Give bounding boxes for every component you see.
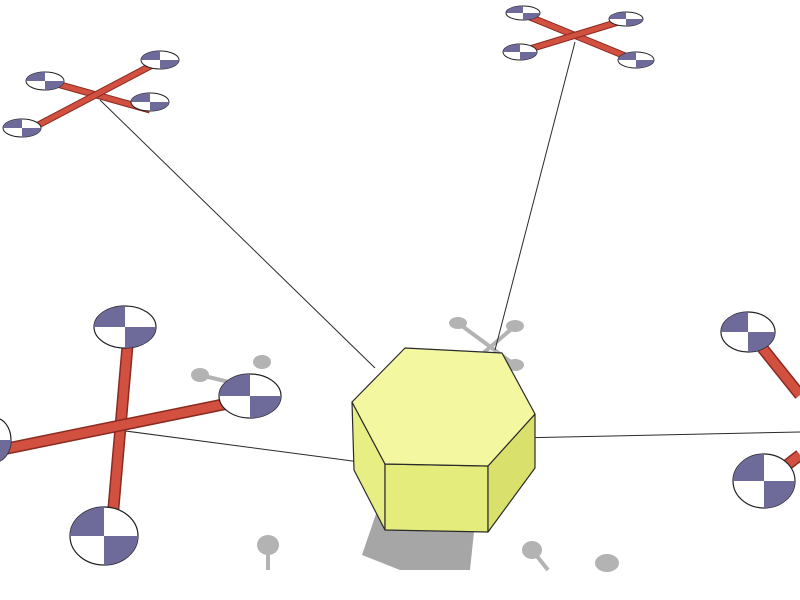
bottom-shadows	[257, 535, 619, 572]
rotor-icon	[25, 71, 65, 91]
drone-arms	[518, 11, 637, 64]
payload-top	[351, 347, 536, 467]
rotor-icon	[69, 506, 139, 566]
drone-right-partial	[720, 311, 800, 509]
rotor-icon	[218, 373, 282, 419]
rotor-icon	[505, 5, 541, 21]
rotor-icon	[2, 118, 42, 138]
tether-top-left	[99, 99, 376, 369]
hexagonal-payload	[351, 347, 536, 533]
drone-arms	[0, 339, 247, 526]
tether-top-right	[494, 41, 576, 351]
rotor-icon	[502, 43, 538, 61]
rotor-icon	[93, 305, 157, 349]
rotor-icon	[732, 453, 796, 509]
tethers	[99, 41, 800, 463]
drone-top-right	[502, 5, 655, 69]
tether-bottom-left	[117, 429, 361, 463]
rotor-icon	[720, 311, 776, 353]
payload-side-front	[384, 463, 489, 533]
rotor-icon	[617, 51, 655, 69]
tether-right	[514, 431, 800, 439]
drone-top-left	[2, 50, 180, 138]
rotor-icon	[140, 50, 180, 70]
rotor-icon	[0, 418, 12, 462]
drone-bottom-left	[0, 305, 282, 566]
rotor-icon	[130, 92, 170, 112]
rotor-icon	[608, 11, 644, 27]
